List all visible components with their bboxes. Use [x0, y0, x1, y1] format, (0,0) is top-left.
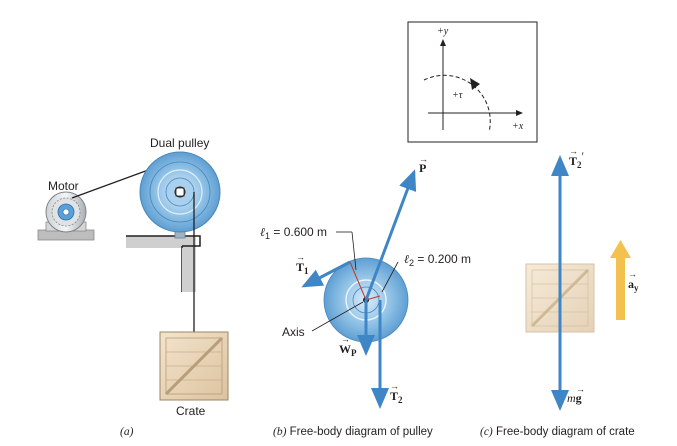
pulley-label: Dual pulley [150, 136, 209, 150]
l2-radius-line [365, 295, 381, 301]
tau-label: +τ [452, 90, 463, 101]
wp-label: WP [339, 342, 357, 358]
crate-label: Crate [176, 404, 206, 418]
mg-arrow-icon: → [576, 384, 585, 394]
vector-t1 [301, 260, 351, 288]
vector-p [364, 169, 417, 301]
caption-c: (c) Free-body diagram of crate [480, 426, 635, 438]
t1-label: T1 [296, 260, 309, 276]
p-arrow-icon: → [419, 154, 428, 164]
tau-arc [423, 74, 491, 133]
p-label: P [419, 161, 426, 175]
motor-icon [45, 191, 87, 233]
t2-label: T2 [390, 389, 403, 405]
y-axis-label: +y [437, 26, 449, 37]
caption-a: (a) [120, 426, 134, 438]
caption-b: (b) Free-body diagram of pulley [273, 426, 433, 438]
panel-a: Motor Dual pulley Crate (a) [37, 136, 229, 438]
ay-label: ay [628, 277, 639, 293]
x-axis-label: +x [512, 121, 524, 132]
wp-arrow-icon: → [341, 334, 350, 344]
t1-arrow-icon: → [296, 252, 305, 262]
l2-leader [381, 261, 399, 293]
axis-label: Axis [282, 325, 305, 339]
l2-label: ℓ2 = 0.200 m [404, 252, 471, 268]
dual-pulley-icon [139, 151, 221, 233]
wall-support [126, 235, 201, 292]
l1-radius-line [349, 261, 367, 301]
l1-leader-down [351, 231, 357, 271]
panel-c: T2′ → mg → ay → (c) Free-body diagram of… [480, 146, 639, 438]
ay-arrow-icon: → [628, 269, 637, 279]
motor-label: Motor [48, 179, 79, 193]
t2-prime-label: T2′ [569, 149, 585, 170]
crate-icon [159, 331, 229, 401]
l1-label: ℓ1 = 0.600 m [260, 225, 327, 241]
t2-arrow-icon: → [390, 381, 399, 391]
acceleration-arrow-icon [610, 240, 631, 320]
axes-box: +y +x +τ [407, 21, 538, 143]
tau-arrowhead [470, 78, 480, 90]
mg-label: mg [567, 391, 582, 405]
t2-prime-arrow-icon: → [569, 146, 578, 156]
panel-b: P → T1 → WP → T2 → ℓ1 = 0.600 m ℓ2 = 0.2… [260, 154, 471, 438]
axis-leader [311, 301, 364, 332]
